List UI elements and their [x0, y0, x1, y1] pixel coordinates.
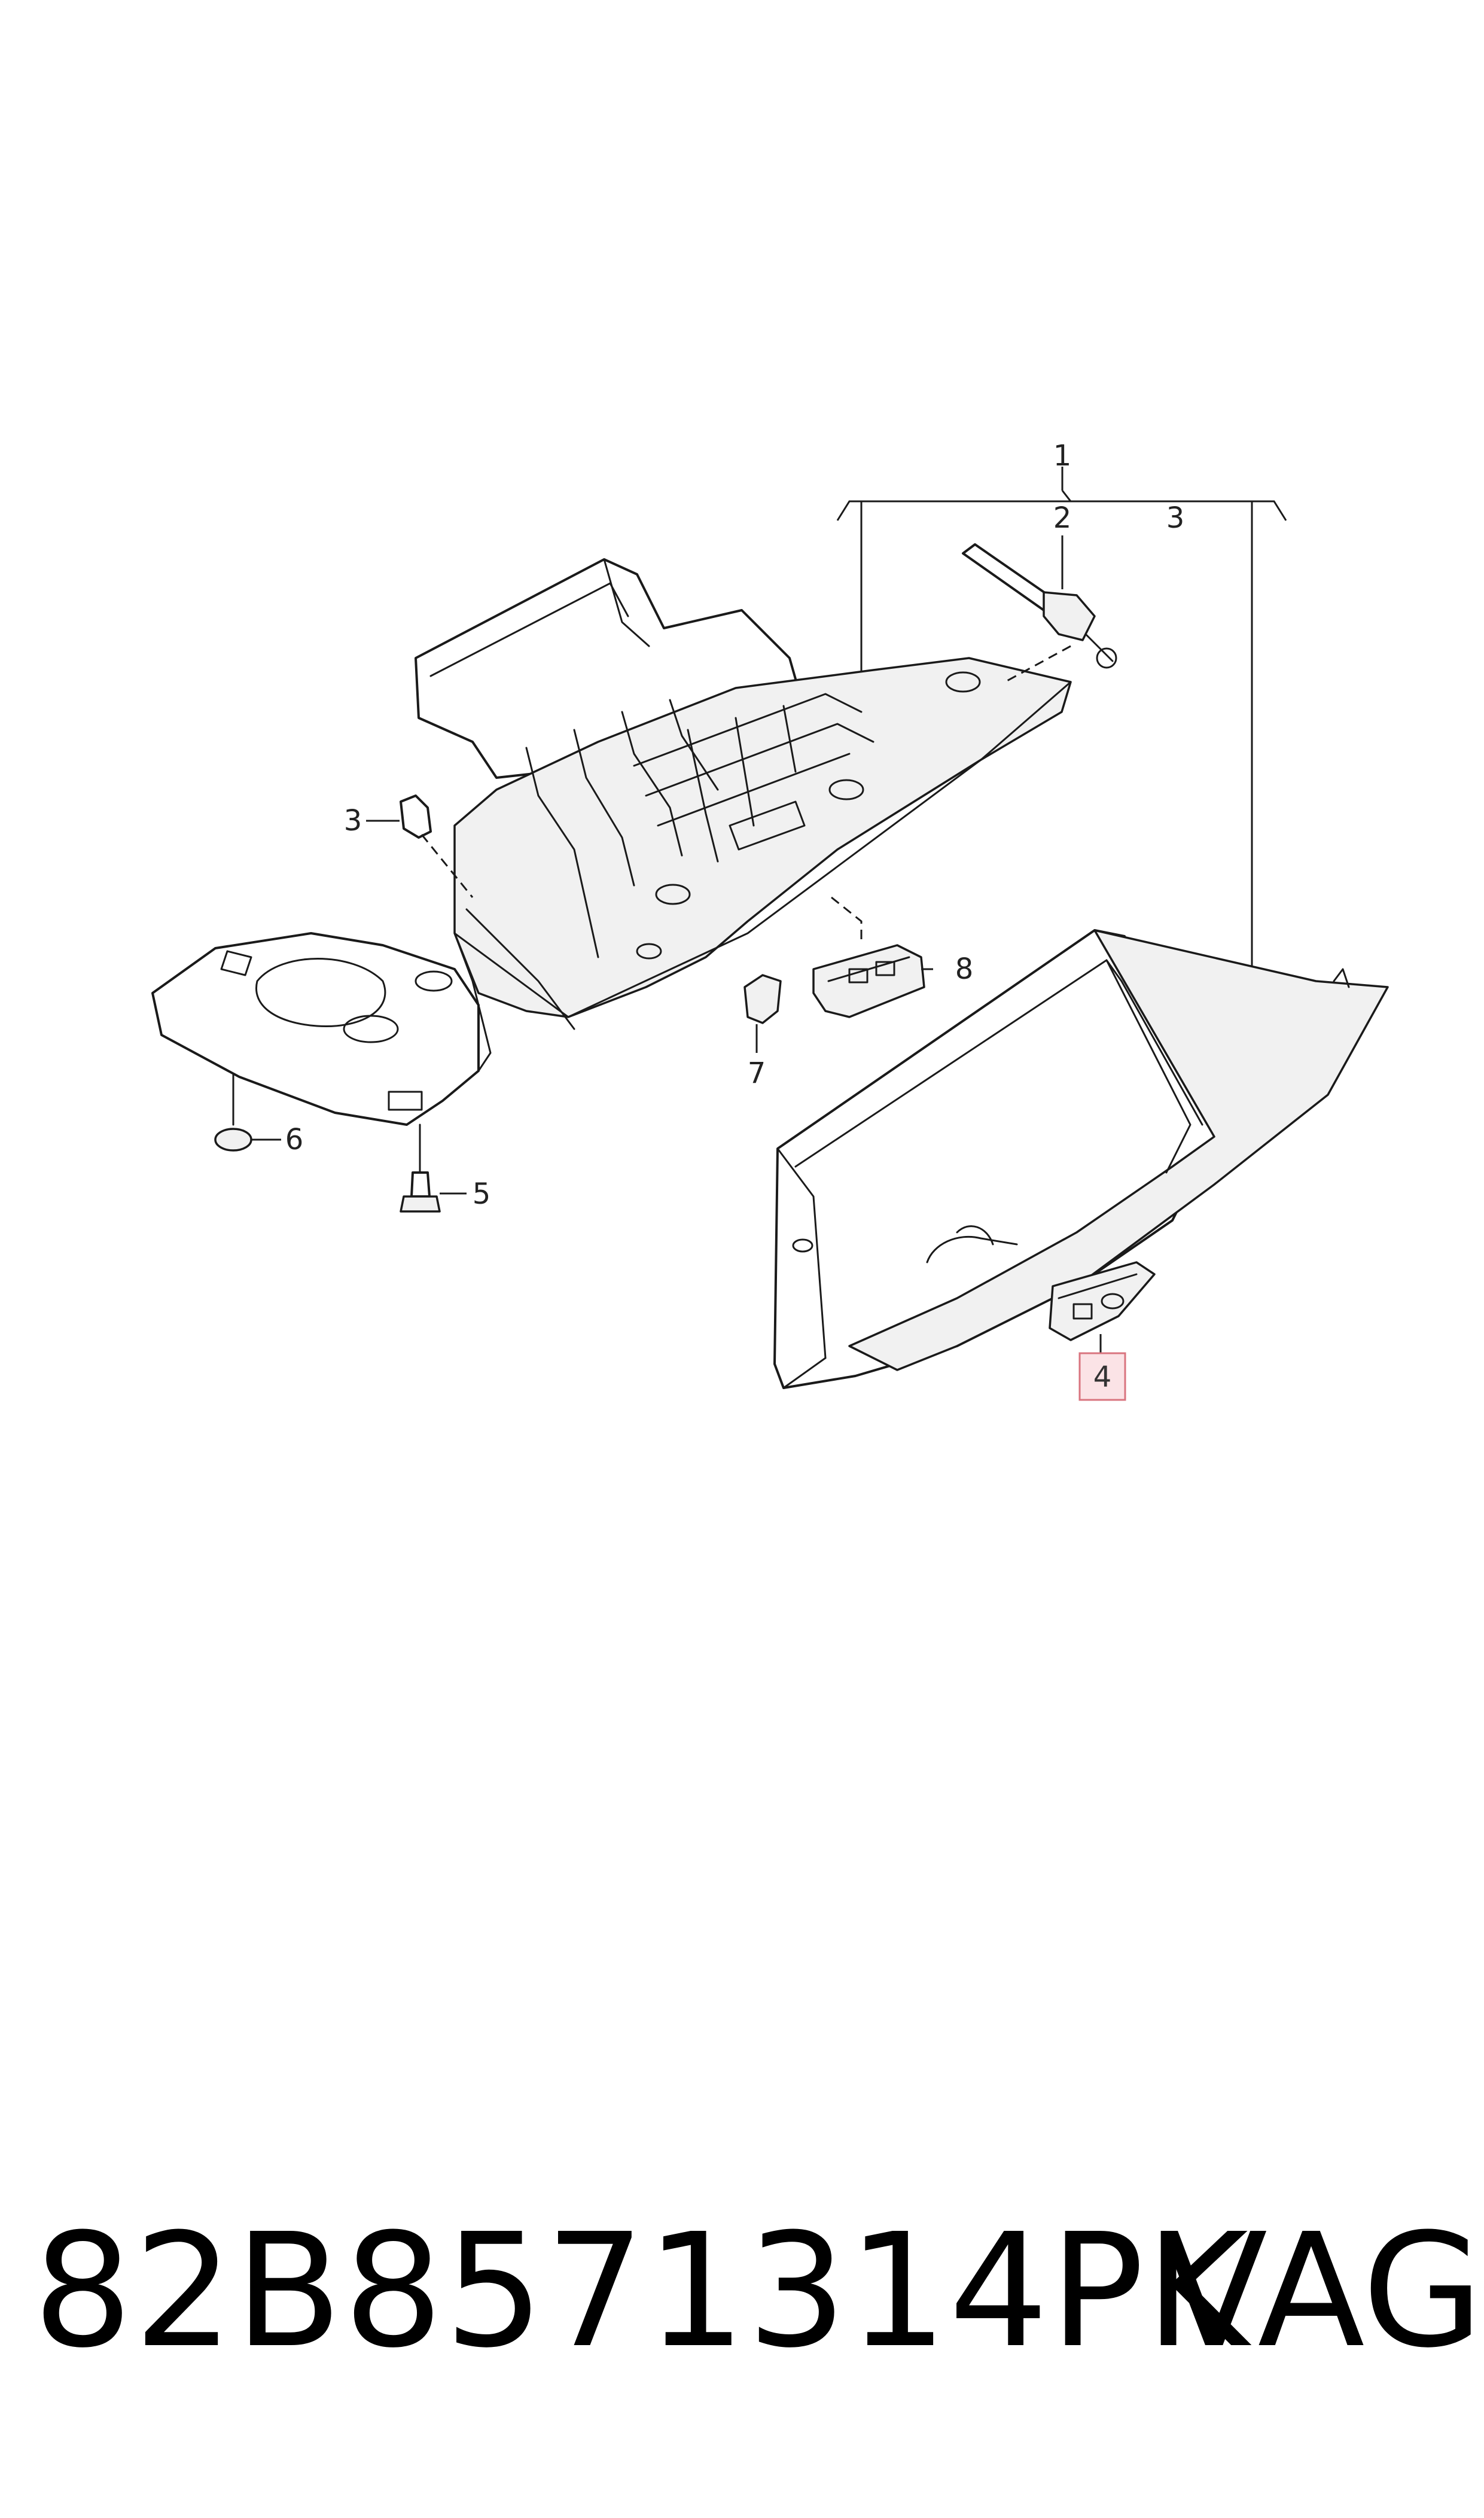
lock-handle: [1049, 1261, 1156, 1353]
callout-4-highlight[interactable]: 4: [1078, 1352, 1126, 1401]
screw: [400, 1123, 441, 1213]
callout-3-left: 3: [344, 804, 362, 838]
callout-1: 1: [1053, 439, 1072, 473]
callout-6: 6: [285, 1123, 304, 1156]
damper-rod: [962, 543, 1117, 683]
callout-4: 4: [1093, 1360, 1112, 1394]
callout-3-top: 3: [1166, 501, 1185, 535]
leader-lines: [251, 467, 1064, 1195]
callout-7: 7: [748, 1056, 766, 1090]
highlight-box: [1078, 1352, 1126, 1401]
callout-2: 2: [1053, 501, 1072, 535]
footer: 82B8571314PK VAG: [0, 2202, 1484, 2381]
callout-5: 5: [473, 1177, 491, 1211]
part-number: 82B8571314PK: [33, 2200, 1250, 2382]
nut: [214, 1073, 252, 1152]
cover-cap: [743, 974, 782, 1024]
callout-8: 8: [955, 952, 974, 986]
latch-striker: [812, 896, 925, 1018]
glovebox-housing: [415, 558, 1072, 1018]
small-clip: [400, 794, 474, 898]
brand-name: VAG: [1160, 2200, 1484, 2382]
lower-trim-panel: [151, 908, 575, 1126]
